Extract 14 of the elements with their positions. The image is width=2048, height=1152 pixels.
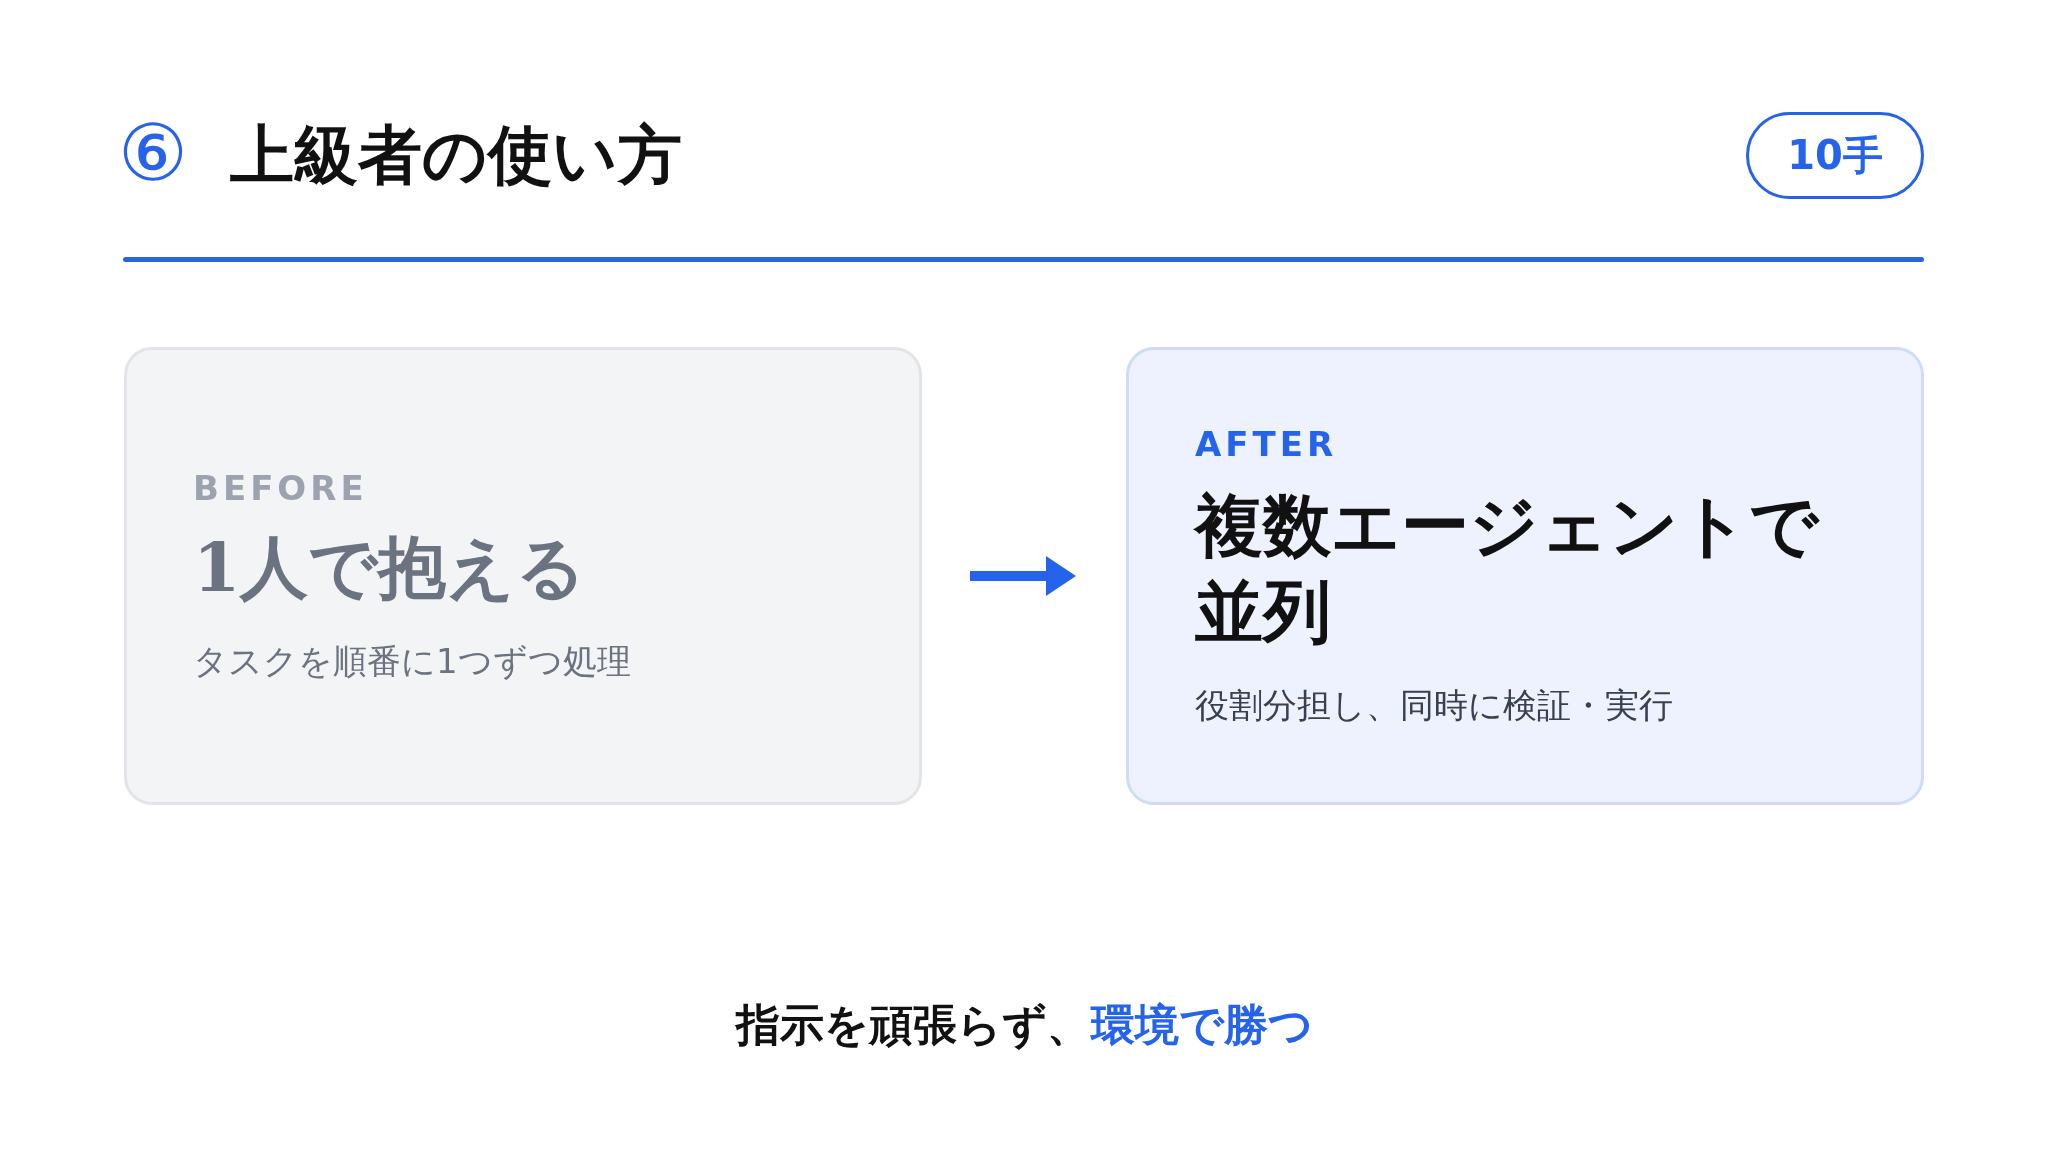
highlighted-text: 環境で勝つ bbox=[1090, 999, 1313, 1050]
tag-text: AFTER bbox=[1195, 424, 1339, 464]
arrow bbox=[970, 556, 1076, 596]
heading: 複数エージェントで並列 bbox=[1195, 484, 1821, 653]
title: 上級者の使い方 bbox=[230, 116, 682, 194]
comparison-card bbox=[124, 347, 922, 805]
tag-text: BEFORE bbox=[193, 468, 369, 508]
description: タスクを順番に1つずつ処理 bbox=[193, 640, 632, 683]
description: 役割分担し、同時に検証・実行 bbox=[1195, 684, 1674, 727]
comparison-card bbox=[1126, 347, 1924, 805]
caption-text: 指示を頑張らず、 bbox=[735, 999, 1091, 1050]
count-badge: 10手 bbox=[1746, 112, 1924, 199]
heading: 1人で抱える bbox=[193, 526, 588, 609]
section-number: ⑥ bbox=[118, 108, 188, 198]
